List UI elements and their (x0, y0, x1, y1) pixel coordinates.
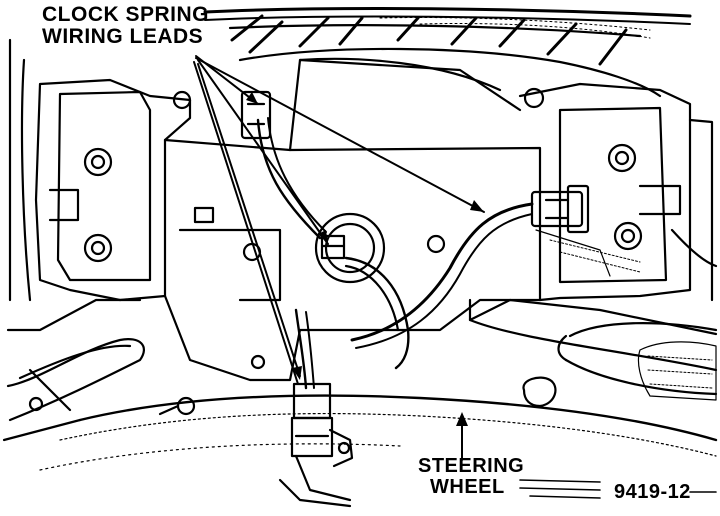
clock-spring-label-line1: CLOCK SPRING (42, 3, 210, 26)
lower-left-stalk (2, 298, 196, 442)
steering-wheel-label-line1: STEERING (418, 455, 525, 477)
lower-rim (39, 298, 718, 471)
steering-wheel-pointer (456, 412, 468, 461)
steering-wheel-label-line2: WHEEL (430, 476, 505, 498)
right-connector-drawing (530, 184, 641, 277)
steering-wheel-label: STEERING WHEEL (418, 456, 524, 498)
upper-rim (203, 7, 692, 98)
right-spoke-bracket (518, 82, 718, 302)
bottom-connector-drawing (278, 382, 354, 508)
clock-spring-label-line2: WIRING LEADS (42, 25, 204, 49)
wiring-leads (240, 90, 534, 390)
clock-spring-wiring-leads-label: CLOCK SPRING WIRING LEADS (42, 3, 210, 49)
figure-leader-lines (519, 479, 717, 499)
hub-plate (163, 57, 542, 382)
left-spoke-bracket (8, 38, 192, 302)
figure-number: 9419-12 (614, 481, 691, 503)
clock-spring-pointers (193, 55, 485, 385)
clock-spring-arrowheads (246, 92, 484, 380)
lower-right-stalk (522, 322, 718, 408)
